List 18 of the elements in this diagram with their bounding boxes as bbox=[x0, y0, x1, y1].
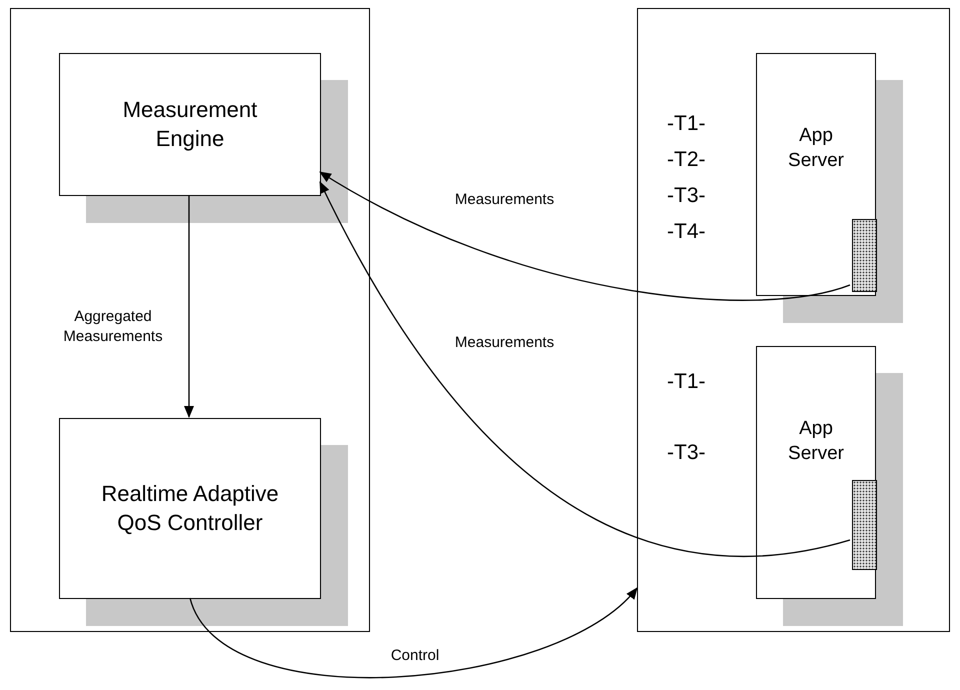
component-bar bbox=[852, 219, 877, 292]
thread-label: -T3- bbox=[667, 441, 706, 465]
thread-label: -T4- bbox=[667, 220, 706, 244]
node-text: Realtime Adaptive QoS Controller bbox=[100, 480, 280, 536]
arrow bbox=[184, 195, 194, 418]
thread-label: -T3- bbox=[667, 184, 706, 208]
arrow bbox=[319, 181, 850, 557]
arrow bbox=[189, 587, 638, 678]
thread-label: -T1- bbox=[667, 112, 706, 136]
node-text: Measurement Engine bbox=[122, 96, 258, 153]
container-box bbox=[10, 8, 370, 632]
node-text: App Server bbox=[787, 124, 845, 173]
arrow bbox=[319, 171, 850, 301]
thread-label: -T2- bbox=[667, 148, 706, 172]
container-box bbox=[637, 8, 950, 632]
thread-label: -T1- bbox=[667, 370, 706, 394]
component-bar bbox=[852, 480, 877, 570]
node-text: App Server bbox=[787, 417, 845, 466]
